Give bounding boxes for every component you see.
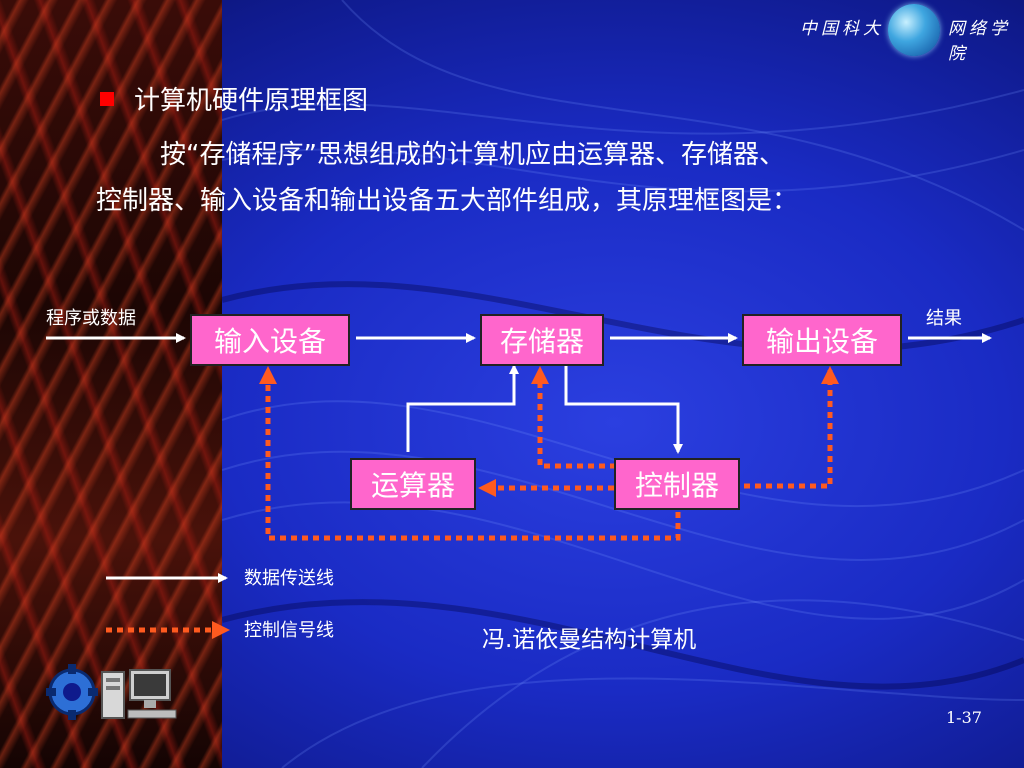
input-source-label: 程序或数据	[46, 308, 136, 329]
paragraph-line-2: 控制器、输入设备和输出设备五大部件组成，其原理框图是：	[96, 186, 799, 216]
control-line-to-output	[744, 366, 839, 489]
output-result-label: 结果	[926, 308, 962, 329]
control-line-to-memory	[531, 366, 616, 469]
globe-logo-icon	[888, 4, 940, 56]
decorative-side-panel	[0, 0, 222, 768]
computer-gear-icon	[46, 664, 177, 720]
input-device-box: 输入设备	[190, 314, 350, 366]
control-unit-box: 控制器	[614, 458, 740, 510]
bullet-square-icon	[100, 92, 114, 106]
header-right-text: 网络学院	[948, 19, 1011, 64]
data-line-memory-to-control	[564, 366, 683, 454]
header-left-text: 中国科大	[800, 19, 884, 39]
memory-box: 存储器	[480, 314, 604, 366]
output-device-box: 输出设备	[742, 314, 902, 366]
paragraph-line-1: 按“存储程序”思想组成的计算机应由运算器、存储器、	[160, 140, 785, 170]
control-line-to-input	[259, 366, 681, 541]
legend-control-line-label: 控制信号线	[244, 620, 334, 641]
alu-box: 运算器	[350, 458, 476, 510]
data-line-alu-to-memory	[406, 364, 519, 452]
diagram-caption: 冯.诺依曼结构计算机	[482, 627, 697, 653]
legend-data-line-label: 数据传送线	[244, 568, 334, 589]
page-number: 1-37	[946, 708, 982, 727]
slide-title: 计算机硬件原理框图	[134, 86, 369, 116]
